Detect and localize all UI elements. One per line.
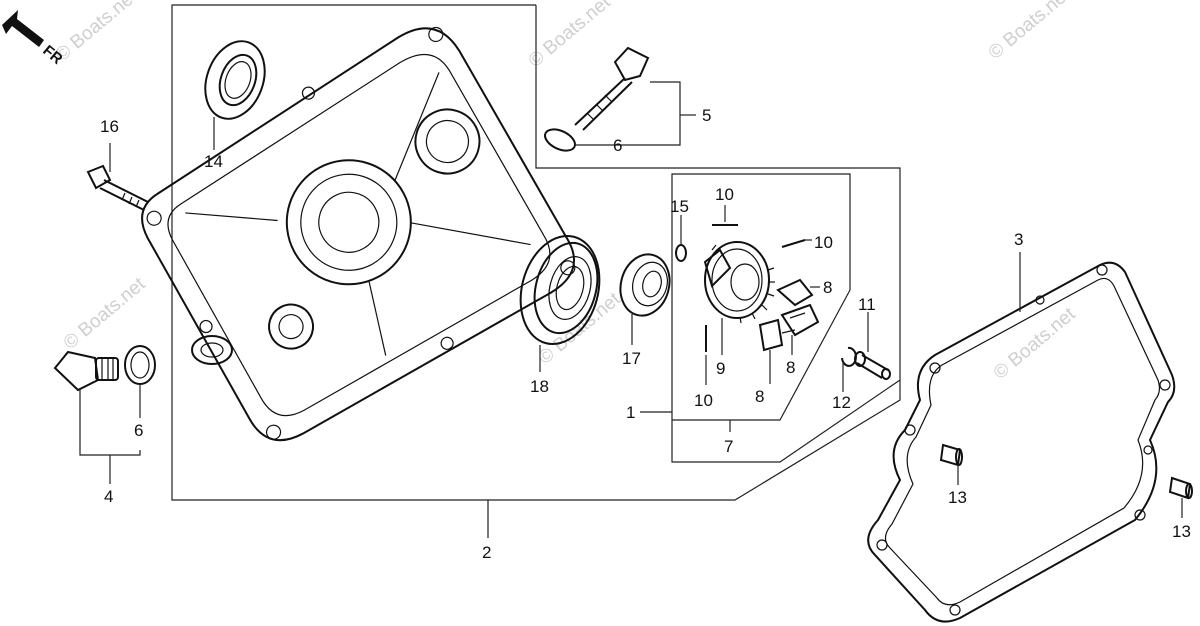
leader-4-bracket: [79, 388, 141, 456]
governor-slider: [758, 318, 796, 352]
watermarks: © Boats.net © Boats.net © Boats.net © Bo…: [52, 0, 1080, 384]
governor-assembly-group-outline: [671, 173, 851, 421]
watermark-top-right: © Boats.net: [985, 0, 1075, 64]
callout-16: 16: [100, 117, 119, 136]
callout-15: 15: [670, 197, 689, 216]
watermark-left-middle: © Boats.net: [60, 273, 150, 354]
callout-6-drain: 6: [134, 421, 143, 440]
callout-10-bottom: 10: [694, 391, 713, 410]
pin-right: [781, 239, 806, 248]
callout-18: 18: [530, 377, 549, 396]
radial-ball-bearing-large: [519, 234, 601, 346]
radial-ball-bearing-small: [619, 253, 671, 317]
flange-bolt: [86, 164, 149, 211]
callout-9: 9: [716, 359, 725, 378]
dowel-pin-b: [1168, 476, 1193, 500]
watermark-right-middle: © Boats.net: [990, 303, 1080, 384]
front-arrow-marker: FR: [2, 10, 66, 68]
crankcase-cover-group-outline: [171, 4, 901, 501]
callout-10-right: 10: [814, 233, 833, 252]
drain-plug-washer: [124, 345, 156, 385]
watermark-top-left: © Boats.net: [52, 0, 142, 66]
dowel-pin-a: [939, 443, 963, 467]
governor-gear: [703, 241, 775, 324]
callout-labels: 1 2 3 4 5 6 6 7 8 8 8 9 10 10 10 11 12 1…: [100, 106, 1191, 562]
governor-outer-outline: [671, 379, 901, 463]
crankcase-cover: [141, 26, 576, 442]
front-arrow-icon: [2, 10, 44, 47]
governor-weight-a: [776, 278, 814, 307]
callout-10-top: 10: [715, 185, 734, 204]
callout-17: 17: [622, 349, 641, 368]
callout-3: 3: [1014, 230, 1023, 249]
callout-1: 1: [626, 403, 635, 422]
callout-6-dipstick: 6: [613, 136, 622, 155]
crankcase-gasket: [867, 261, 1176, 623]
callout-2: 2: [482, 543, 491, 562]
circlip: [841, 346, 857, 367]
callout-7: 7: [724, 437, 733, 456]
group-boundaries: [171, 4, 901, 501]
callout-11: 11: [858, 295, 876, 314]
callout-12: 12: [832, 393, 851, 412]
watermark-center: © Boats.net: [535, 288, 625, 369]
callout-14: 14: [204, 152, 223, 171]
callout-13-b: 13: [1172, 522, 1191, 541]
thrust-washer: [675, 244, 687, 262]
cover-oil-port: [191, 335, 233, 365]
callout-4: 4: [104, 487, 113, 506]
governor-weight-b: [780, 303, 820, 337]
governor-shaft: [854, 351, 891, 380]
callout-5: 5: [702, 106, 711, 125]
callout-8-right: 8: [786, 358, 795, 377]
oil-seal: [204, 40, 266, 120]
oil-filler-cap: [574, 46, 650, 131]
callout-13-a: 13: [948, 488, 967, 507]
leader-5-bracket: [575, 81, 681, 146]
callout-8-top: 8: [823, 278, 832, 297]
callout-8-bottom: 8: [755, 387, 764, 406]
watermark-top-center: © Boats.net: [525, 0, 615, 72]
drain-plug: [53, 350, 119, 392]
dipstick-o-ring: [544, 128, 576, 152]
